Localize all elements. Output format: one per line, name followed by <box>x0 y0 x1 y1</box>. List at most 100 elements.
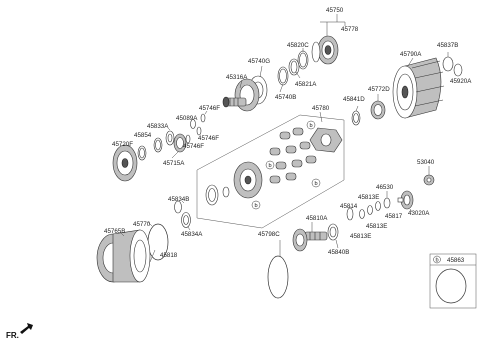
label-45841D: 45841D <box>343 96 365 103</box>
planetary-set-box <box>196 114 345 229</box>
label-45833A: 45833A <box>147 123 169 130</box>
svg-text:b: b <box>254 203 257 209</box>
label-45772D: 45772D <box>368 86 390 93</box>
label-45814: 45814 <box>340 203 358 210</box>
leader-45790A <box>407 57 414 67</box>
leader-45821A <box>295 71 301 79</box>
label-45813E-c: 45813E <box>350 233 371 240</box>
ring-45746F-c <box>185 134 191 144</box>
carrier-45720F <box>112 144 138 182</box>
ring-45821A <box>288 58 300 76</box>
leader-45746F-a <box>204 110 208 115</box>
label-45854: 45854 <box>134 132 152 139</box>
leader-45840B <box>335 239 339 249</box>
leader-43020A <box>409 208 413 213</box>
shaft-assembly-45316A <box>222 78 260 112</box>
gear-43020A <box>397 190 414 210</box>
ring-45746F-d <box>137 145 147 161</box>
label-45740G: 45740G <box>248 58 270 65</box>
label-45770: 45770 <box>133 221 151 228</box>
label-53040: 53040 <box>417 159 435 166</box>
ring-45746F-b <box>196 126 202 136</box>
label-45750: 45750 <box>326 7 344 14</box>
ring-45798C <box>267 255 289 299</box>
washer-45834A <box>181 212 191 228</box>
callout-b-4: b <box>311 178 321 188</box>
label-45780: 45780 <box>312 105 330 112</box>
leader-45316A <box>239 79 243 89</box>
clutch-drum-45750 <box>311 35 339 65</box>
callout-b-3: b <box>306 120 316 130</box>
front-label: FR. <box>6 331 19 340</box>
label-45837B: 45837B <box>437 42 458 49</box>
arrow-icon <box>20 323 33 334</box>
label-45746F-b: 45746F <box>198 135 219 142</box>
label-43020A: 43020A <box>408 210 430 217</box>
label-45746F-a: 45746F <box>199 105 220 112</box>
label-45715A: 45715A <box>163 160 185 167</box>
hub-45715A <box>173 133 187 153</box>
label-45089A: 45089A <box>176 115 198 122</box>
sun-gear-carrier <box>233 161 263 199</box>
ring-46530 <box>383 197 391 209</box>
leader-45834A <box>187 226 191 231</box>
bearing-45772D <box>370 100 386 120</box>
label-45840B: 45840B <box>328 249 349 256</box>
svg-text:b: b <box>435 258 438 264</box>
label-45316A: 45316A <box>226 74 248 81</box>
ring-45740B <box>277 66 289 86</box>
leader-45833A <box>167 127 171 131</box>
front-direction-arrow: FR. <box>6 323 33 340</box>
callout-b-1: b <box>265 160 275 170</box>
label-45920A: 45920A <box>450 78 472 85</box>
ring-45817 <box>375 201 381 211</box>
ring-45813E-a <box>367 205 373 215</box>
leader-45780 <box>319 111 323 123</box>
leader-45818 <box>149 249 156 263</box>
label-45813E-a: 45813E <box>358 194 379 201</box>
label-45720F: 45720F <box>112 141 133 148</box>
snap-ring-45820C <box>297 50 309 70</box>
label-46530: 46530 <box>376 184 394 191</box>
legend-callout-b: b <box>433 255 441 264</box>
leader-45740B <box>279 83 284 93</box>
leader-45740G <box>259 65 263 78</box>
ring-45813E-b <box>359 209 365 219</box>
label-45778: 45778 <box>341 26 359 33</box>
washer-45840B <box>327 223 339 241</box>
output-shaft-45810A <box>292 228 328 252</box>
label-45821A: 45821A <box>295 81 317 88</box>
snap-ring-45837B <box>442 56 454 72</box>
bearing-45833A <box>165 130 175 146</box>
svg-text:b: b <box>309 123 312 129</box>
ring-45920A <box>453 63 463 77</box>
label-45740B: 45740B <box>275 94 296 101</box>
label-45813E-b: 45813E <box>366 223 387 230</box>
leader-45715A <box>171 151 179 159</box>
carrier-spider-45780 <box>309 127 343 153</box>
washer-45834B <box>174 200 182 214</box>
ring-45854 <box>153 137 163 153</box>
svg-text:b: b <box>268 163 271 169</box>
planet-pinions <box>269 127 317 184</box>
ring-45841D <box>351 110 361 126</box>
legend-washer-45863 <box>435 268 467 304</box>
label-45818: 45818 <box>160 252 178 259</box>
leader-45841D <box>355 105 359 112</box>
label-45863: 45863 <box>447 257 465 264</box>
ring-45746F-a <box>200 113 206 123</box>
leader-45765B <box>119 231 125 237</box>
gear-53040 <box>423 174 435 186</box>
label-45790A: 45790A <box>400 51 422 58</box>
label-45798C: 45798C <box>258 231 280 238</box>
ring-45089A <box>190 119 196 129</box>
svg-text:b: b <box>314 181 317 187</box>
thrust-washer-planetary <box>205 184 230 206</box>
callout-b-2: b <box>251 200 261 210</box>
label-45834B: 45834B <box>168 196 189 203</box>
leader-45834B <box>181 200 185 204</box>
label-45820C: 45820C <box>287 42 309 49</box>
label-45834A: 45834A <box>181 231 203 238</box>
